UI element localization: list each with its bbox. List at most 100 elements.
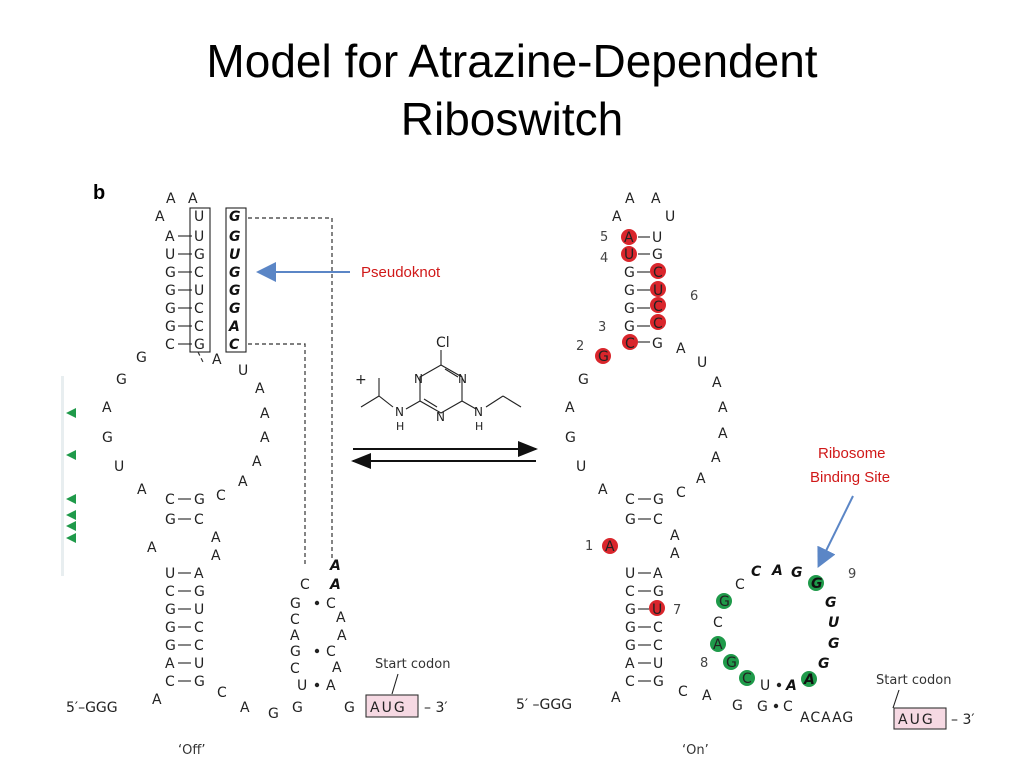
five-prime-off: 5′–GGG	[66, 700, 118, 716]
svg-text:G: G	[194, 584, 205, 600]
svg-text:U: U	[653, 656, 663, 672]
svg-text:G: G	[625, 620, 636, 636]
svg-text:G: G	[194, 247, 205, 263]
start-codon-off: AUG	[370, 700, 407, 716]
svg-text:G: G	[229, 265, 241, 281]
title-line-2: Riboswitch	[400, 93, 624, 145]
svg-text:C: C	[216, 488, 226, 504]
svg-text:U: U	[576, 459, 586, 475]
svg-text:A: A	[212, 352, 222, 368]
ring-n: N	[414, 372, 423, 386]
svg-text:G: G	[165, 319, 176, 335]
svg-text:G: G	[165, 602, 176, 618]
svg-text:A: A	[165, 229, 175, 245]
svg-text:C: C	[290, 612, 300, 628]
atrazine-cl: Cl	[436, 335, 450, 351]
svg-text:A: A	[625, 656, 635, 672]
stem-box-left	[189, 207, 211, 353]
svg-text:A: A	[696, 471, 706, 487]
svg-text:G: G	[344, 700, 355, 716]
svg-text:G: G	[136, 350, 147, 366]
svg-text:G: G	[194, 492, 205, 508]
svg-text:C: C	[678, 684, 688, 700]
svg-text:U: U	[697, 355, 707, 371]
start-codon-box-on	[893, 707, 947, 730]
svg-text:4: 4	[600, 251, 608, 266]
svg-text:G: G	[165, 283, 176, 299]
svg-text:C: C	[326, 644, 336, 660]
amine-n-right: N	[474, 405, 483, 419]
svg-text:C: C	[165, 584, 175, 600]
svg-text:A: A	[238, 474, 248, 490]
svg-text:A: A	[194, 566, 204, 582]
svg-text:G: G	[653, 492, 664, 508]
svg-text:A: A	[329, 558, 341, 574]
svg-text:C: C	[783, 699, 793, 715]
svg-text:G: G	[194, 337, 205, 353]
pseudoknot-label: Pseudoknot	[361, 264, 441, 281]
svg-text:C: C	[326, 596, 336, 612]
svg-text:G: G	[625, 602, 636, 618]
equilibrium-arrows	[351, 441, 538, 469]
svg-text:G: G	[652, 336, 663, 352]
svg-text:G: G	[165, 301, 176, 317]
svg-text:U: U	[194, 283, 204, 299]
svg-text:C: C	[625, 674, 635, 690]
svg-text:A: A	[565, 400, 575, 416]
svg-text:2: 2	[576, 339, 584, 354]
svg-text:U: U	[828, 615, 840, 631]
svg-text:C: C	[290, 661, 300, 677]
svg-text:U: U	[114, 459, 124, 475]
svg-text:A: A	[255, 381, 265, 397]
svg-text:C: C	[653, 299, 663, 315]
svg-text:G: G	[290, 596, 301, 612]
svg-text:A: A	[137, 482, 147, 498]
svg-text:A: A	[228, 319, 240, 335]
svg-text:C: C	[194, 265, 204, 281]
start-codon-on: AUG	[898, 712, 935, 728]
svg-text:U: U	[238, 363, 248, 379]
svg-text:C: C	[300, 577, 310, 593]
svg-text:9: 9	[848, 567, 856, 582]
svg-text:G: G	[825, 595, 837, 611]
svg-text:A: A	[702, 688, 712, 704]
svg-text:G: G	[229, 283, 241, 299]
svg-text:G: G	[732, 698, 743, 714]
svg-text:A: A	[718, 400, 728, 416]
svg-text:C: C	[653, 638, 663, 654]
svg-text:C: C	[742, 671, 752, 687]
svg-text:A: A	[670, 528, 680, 544]
svg-text:G: G	[165, 620, 176, 636]
pseudoknot-box	[225, 207, 247, 353]
marker-triangle	[66, 533, 76, 543]
side-bar	[61, 376, 64, 576]
svg-text:G: G	[818, 656, 830, 672]
svg-text:A: A	[653, 566, 663, 582]
svg-text:G: G	[229, 209, 241, 225]
svg-text:3: 3	[598, 320, 606, 335]
svg-text:U: U	[165, 247, 175, 263]
svg-text:C: C	[194, 620, 204, 636]
svg-text:C: C	[165, 492, 175, 508]
amine-n-left: N	[395, 405, 404, 419]
on-tail: ACAAG	[800, 710, 854, 726]
svg-text:G: G	[625, 512, 636, 528]
svg-text:C: C	[653, 620, 663, 636]
svg-text:A: A	[605, 539, 615, 555]
marker-triangle	[66, 494, 76, 504]
svg-text:G: G	[811, 576, 823, 592]
ring-n: N	[436, 410, 445, 424]
svg-text:U: U	[297, 678, 307, 694]
svg-text:U: U	[624, 247, 634, 263]
svg-text:C: C	[194, 512, 204, 528]
svg-text:G: G	[625, 638, 636, 654]
svg-text:G: G	[165, 265, 176, 281]
svg-text:A: A	[785, 678, 797, 694]
svg-text:U: U	[194, 602, 204, 618]
three-prime-off: – 3′	[424, 700, 448, 716]
svg-text:G: G	[229, 229, 241, 245]
svg-text:6: 6	[690, 289, 698, 304]
on-label: ‘On’	[682, 743, 709, 758]
